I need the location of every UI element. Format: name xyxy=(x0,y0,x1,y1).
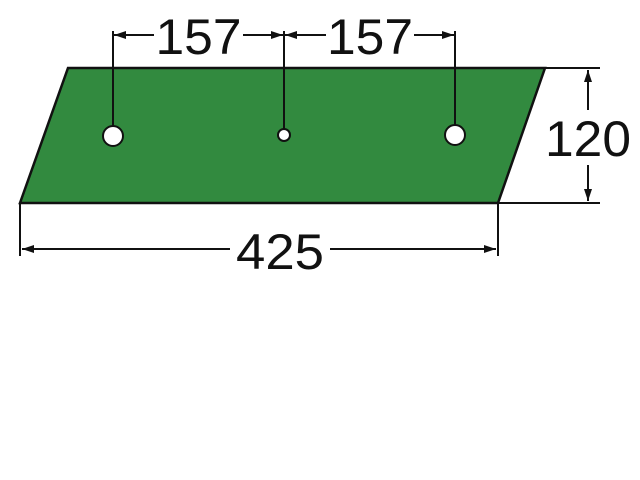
hole-left xyxy=(102,125,124,147)
dimension-label-hole-spacing-left: 157 xyxy=(156,9,242,65)
hole-right xyxy=(444,124,466,146)
dimension-label-hole-spacing-right: 157 xyxy=(327,9,413,65)
dimension-label-length: 425 xyxy=(236,224,324,280)
hole-center xyxy=(277,128,291,142)
dimension-label-height: 120 xyxy=(545,111,631,167)
